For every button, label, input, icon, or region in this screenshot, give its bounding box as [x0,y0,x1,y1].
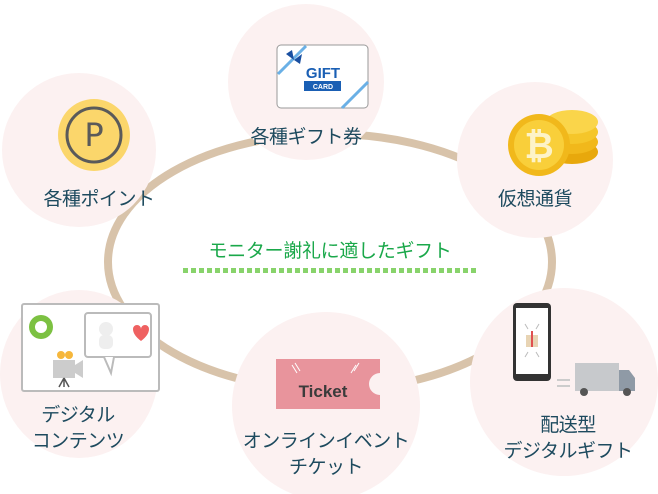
video-content-icon [21,303,160,392]
gift-card-icon: GIFT CARD [276,44,370,110]
svg-text:CARD: CARD [313,84,333,91]
label-delivery-gift: 配送型 デジタルギフト [458,412,658,464]
svg-text:Ticket: Ticket [299,382,348,401]
phone-delivery-icon [513,303,635,396]
diagram-title: モニター謝礼に適したギフト [208,240,452,262]
label-digital-content: デジタル コンテンツ [0,402,188,454]
label-crypto: 仮想通貨 [497,188,573,210]
point-coin-icon: P [58,99,130,171]
title-dotted-underline [183,268,479,273]
label-line: 配送型 [540,414,596,436]
bitcoin-icon: ₿ [508,110,598,176]
label-line: オンラインイベント [242,430,410,452]
label-line: デジタルギフト [503,440,633,462]
label-gift-card: 各種ギフト券 [250,126,362,148]
svg-text:P: P [84,116,103,154]
svg-text:GIFT: GIFT [306,65,340,82]
label-line: チケット [288,456,364,478]
ticket-icon: Ticket [276,359,380,409]
svg-text:₿: ₿ [524,126,553,167]
label-points: 各種ポイント [43,188,155,210]
label-line: コンテンツ [31,430,125,452]
label-line: デジタル [41,404,115,426]
label-event-ticket: オンラインイベント チケット [216,428,436,480]
